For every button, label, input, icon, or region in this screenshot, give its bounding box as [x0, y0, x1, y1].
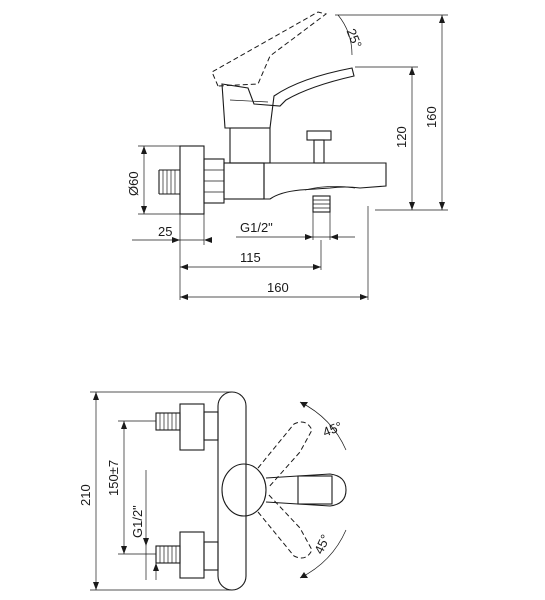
rotation-down-label: 45°: [311, 532, 333, 556]
lower-inlet: [155, 531, 219, 579]
mixer-body: [223, 162, 265, 200]
inlet-thread-label-front: G1/2": [130, 505, 145, 538]
side-view: 25° 120 160 Ø60: [126, 11, 448, 300]
front-view: 45° 45° 210 150±7 G1/2": [78, 391, 347, 591]
inlet-spacing-dimension: 150±7: [106, 420, 156, 555]
cartridge-column: [229, 127, 271, 164]
height-dimensions: 120 160: [335, 14, 448, 211]
lever-rotated-down: [257, 493, 313, 559]
total-length-dimension: 160: [180, 206, 369, 300]
outlet-diameter-label: Ø60: [126, 171, 141, 196]
lever-rotated: [211, 11, 328, 87]
wall-flange: [179, 145, 205, 215]
rotation-up-label: 45°: [321, 419, 345, 440]
height-to-lever-label: 120: [394, 126, 409, 148]
inlet-pipe: [158, 169, 180, 195]
total-height-label: 160: [424, 106, 439, 128]
hose-outlet: [312, 195, 331, 213]
spout-reach-dimension: 115: [180, 240, 322, 270]
front-height-label: 210: [78, 484, 93, 506]
total-length-label: 160: [267, 280, 289, 295]
lever: [221, 67, 355, 129]
inlet-thread-dimension-front: G1/2": [130, 470, 159, 580]
inlet-spacing-label: 150±7: [106, 460, 121, 496]
lever-rotated-up: [257, 421, 313, 489]
diverter-knob: [306, 130, 332, 164]
lever-angle-arc: [337, 14, 353, 56]
wall-offset-label: 25: [158, 224, 172, 239]
front-height-dimension: 210: [78, 391, 232, 591]
lever-front: [221, 463, 347, 517]
upper-inlet: [155, 403, 219, 451]
spout: [263, 162, 387, 200]
inlet-thread-label-side: G1/2": [240, 220, 273, 235]
inlet-thread-dimension-side: G1/2": [236, 212, 355, 240]
hex-nut: [203, 158, 225, 204]
outlet-diameter-dimension: Ø60: [126, 145, 180, 215]
lever-angle-label: 25°: [344, 26, 365, 50]
wall-offset-dimension: 25: [132, 214, 212, 300]
spout-reach-label: 115: [240, 250, 261, 265]
